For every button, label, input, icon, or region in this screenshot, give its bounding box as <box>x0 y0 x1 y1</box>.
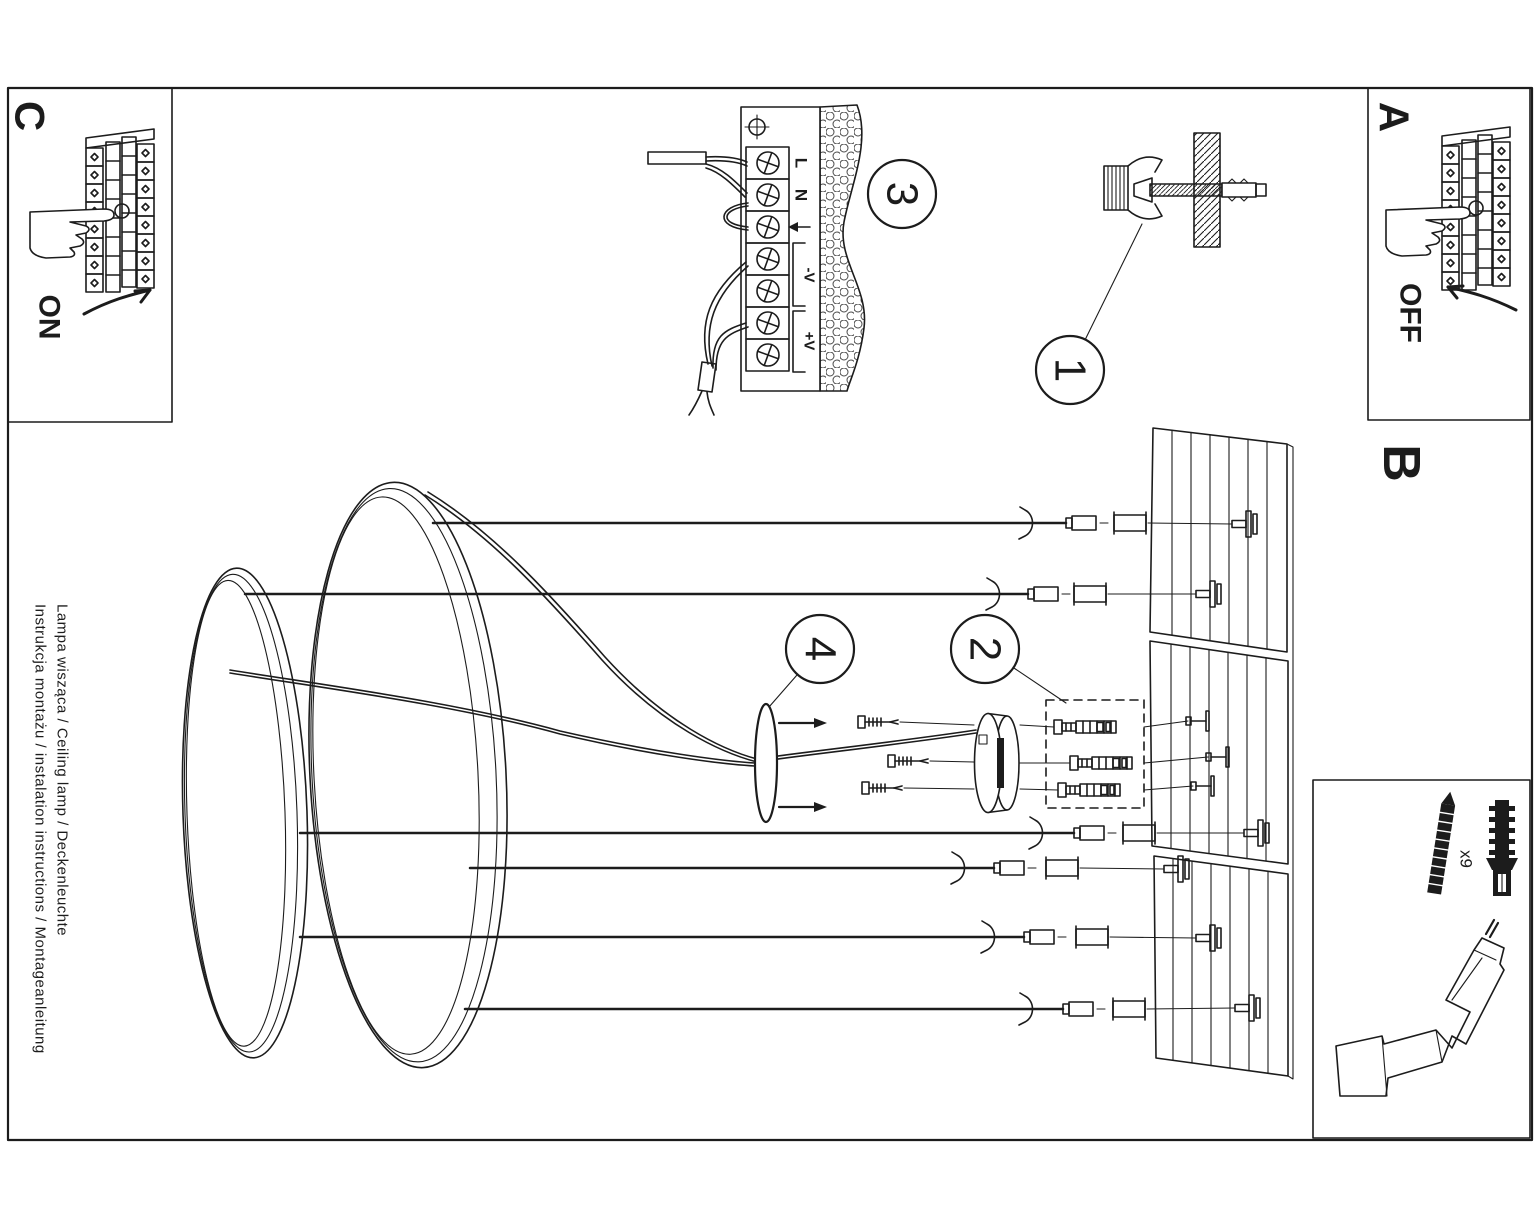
canopy-screw <box>861 781 903 795</box>
mains-wires <box>647 151 749 231</box>
on-arrow-icon <box>82 288 152 316</box>
hardware-box-border <box>1312 779 1531 1139</box>
cover-disc <box>753 702 779 824</box>
callout-2-leader <box>1007 663 1067 704</box>
terminal-plate <box>740 106 821 392</box>
earth-icon <box>788 222 811 232</box>
section-a-label: A <box>1371 102 1418 132</box>
section-b-label: B <box>1372 444 1430 482</box>
cable-connector <box>1065 515 1097 531</box>
suspension-cable-row <box>298 816 1270 850</box>
cable-sleeve <box>1073 582 1107 606</box>
mounting-screw <box>1133 177 1267 203</box>
thread-arrow-icon <box>777 802 827 812</box>
terminal-block-diagram: L N -V +V <box>647 104 938 416</box>
section-c-label: C <box>7 101 54 131</box>
wall-plug-item <box>1486 800 1518 896</box>
dowel-assembly <box>1069 755 1133 771</box>
cable-sleeve <box>1075 925 1109 949</box>
cable-connector <box>1023 929 1055 945</box>
cover-disc-group: 4 <box>753 613 856 824</box>
section-a-box <box>1367 87 1531 421</box>
page-border <box>6 86 1534 1142</box>
cable-sleeve <box>1113 511 1147 535</box>
switch-target <box>114 203 130 219</box>
on-label: ON <box>33 295 66 340</box>
ceiling-planks <box>1149 427 1294 1080</box>
off-label: OFF <box>1394 283 1427 343</box>
terminal-label-v-minus: -V <box>801 268 818 283</box>
callout-2: 2 <box>949 613 1021 685</box>
screw-item <box>1427 791 1456 895</box>
section-a-power-off: A OFF <box>1367 87 1531 421</box>
v-plus-bracket <box>792 310 806 373</box>
off-arrow-icon <box>1446 284 1518 312</box>
callout-1-number: 1 <box>1046 358 1095 382</box>
canopy-screw <box>887 754 929 768</box>
cable-sleeve <box>1112 997 1146 1021</box>
lamp-ring-large <box>308 481 508 1069</box>
cable-connector <box>993 860 1025 876</box>
terminal-label-neutral: N <box>792 189 811 201</box>
margin-subtitle: Lampa wisząca / Ceiling lamp / Deckenleu… <box>54 604 71 936</box>
callout-4-leader <box>768 674 798 708</box>
suspension-cable-row <box>468 851 1190 885</box>
ceiling-canopy <box>973 712 1020 814</box>
hand-icon <box>29 208 115 259</box>
canopy-cup-section <box>1103 156 1163 220</box>
cable-connector <box>1027 586 1059 602</box>
cable-connector <box>1062 1001 1094 1017</box>
hand-icon <box>1385 206 1471 257</box>
canopy-mounting-group: 2 <box>857 613 1230 814</box>
suspension-cable-row <box>431 506 1258 540</box>
power-cables <box>229 491 977 769</box>
insulation-hatch <box>819 104 866 392</box>
callout-2-number: 2 <box>961 637 1010 661</box>
section-c-box <box>7 87 173 423</box>
terminal-label-live: L <box>792 158 811 168</box>
callout-4: 4 <box>784 613 856 685</box>
suspension-cable-row <box>298 920 1222 954</box>
callout-3-number: 3 <box>878 182 927 206</box>
mount-crosshair-icon <box>744 114 770 140</box>
cable-connector <box>1073 825 1105 841</box>
suspension-cable-row <box>243 577 1222 611</box>
cable-sleeve <box>1122 821 1156 845</box>
callout-1-leader <box>1084 223 1143 341</box>
dowel-assembly <box>1053 719 1117 735</box>
anchor-detail-diagram: 1 <box>1034 132 1267 406</box>
section-c-power-on: C ON <box>7 87 173 423</box>
drill-icon <box>1335 918 1505 1097</box>
lamp-wires <box>688 261 749 416</box>
lamp-ring-small <box>181 567 309 1059</box>
hardware-box: x9 <box>1312 779 1531 1139</box>
terminal-label-v-plus: +V <box>801 332 818 351</box>
callout-3: 3 <box>866 158 938 230</box>
callout-4-number: 4 <box>796 637 845 661</box>
dowel-assembly <box>1057 782 1121 798</box>
margin-title: Instrukcja montażu / instalation instruc… <box>32 604 49 1054</box>
callout-2-target-box <box>1045 699 1145 809</box>
thread-arrow-icon <box>777 718 827 728</box>
suspension-cables <box>243 506 1270 1026</box>
switch-target <box>1468 200 1484 216</box>
cable-sleeve <box>1045 856 1079 880</box>
canopy-screw <box>857 715 899 729</box>
anchor-qty-label: x9 <box>1457 850 1476 868</box>
callout-1: 1 <box>1034 334 1106 406</box>
v-minus-bracket <box>792 242 806 307</box>
suspension-cable-row <box>463 992 1261 1026</box>
